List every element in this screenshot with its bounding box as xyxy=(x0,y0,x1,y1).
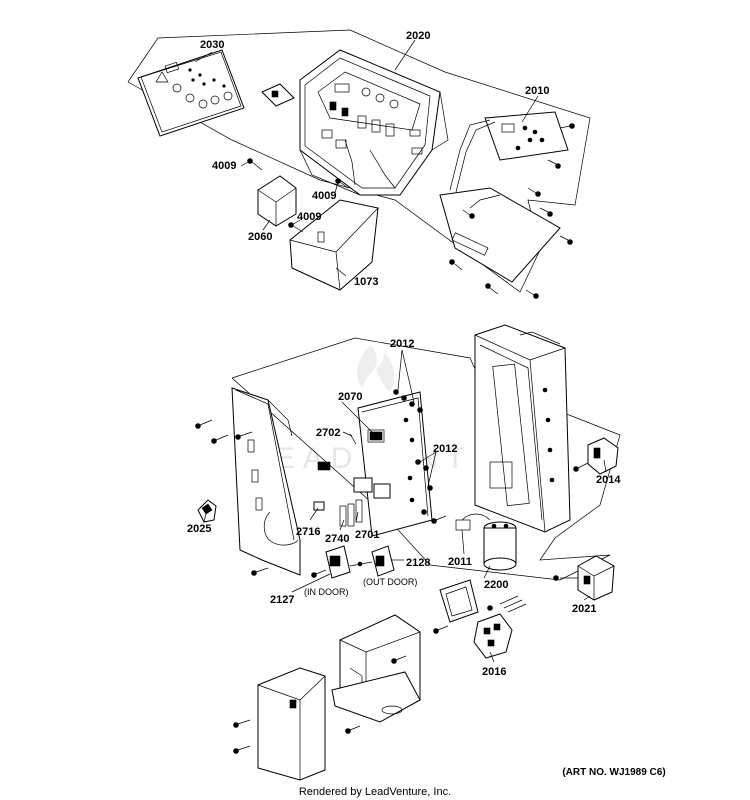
component-mounting-plate xyxy=(353,391,433,537)
label-2012-b: 2012 xyxy=(433,443,457,455)
small-cover-box xyxy=(257,175,297,227)
main-cabinet xyxy=(474,324,571,533)
door-switch-out xyxy=(349,545,395,577)
terminal-block-2016 xyxy=(433,579,527,659)
capacitor-2200 xyxy=(455,513,517,571)
label-4009-b: 4009 xyxy=(312,190,336,202)
fasteners-2012 xyxy=(393,389,433,515)
terminals-and-switches xyxy=(313,433,363,527)
label-2070: 2070 xyxy=(338,391,362,403)
label-2128: 2128 xyxy=(406,557,430,569)
label-in-door: (IN DOOR) xyxy=(304,587,349,597)
label-1073: 1073 xyxy=(354,276,378,288)
label-2012-a: 2012 xyxy=(390,338,414,350)
door-switch-in xyxy=(311,545,351,579)
art-number: (ART NO. WJ1989 C6) xyxy=(562,767,665,778)
assembly-outline-top xyxy=(127,29,591,293)
label-2010: 2010 xyxy=(525,85,549,97)
screws-4009 xyxy=(247,158,349,233)
wire-cover xyxy=(289,199,379,291)
label-2740: 2740 xyxy=(325,533,349,545)
screws-middle xyxy=(195,419,447,576)
leader-lines-middle xyxy=(203,349,607,663)
bottom-base-assembly xyxy=(233,614,421,781)
footer-credit: Rendered by LeadVenture, Inc. xyxy=(299,786,451,798)
label-2016: 2016 xyxy=(482,666,506,678)
transformer-2021 xyxy=(553,555,615,601)
label-2020: 2020 xyxy=(406,30,430,42)
label-2014: 2014 xyxy=(596,474,621,486)
leader-lines-top xyxy=(194,39,539,277)
label-2060: 2060 xyxy=(248,231,272,243)
control-panel-overlay xyxy=(137,49,245,137)
relay-2014 xyxy=(573,437,619,475)
control-board-assembly xyxy=(439,111,575,299)
control-housing xyxy=(299,49,449,196)
label-2030: 2030 xyxy=(200,39,224,51)
label-4009-c: 4009 xyxy=(297,211,321,223)
assembly-outline-middle xyxy=(231,337,621,581)
label-2011: 2011 xyxy=(448,556,472,568)
watermark-logo xyxy=(356,345,395,392)
left-side-panel xyxy=(231,387,301,576)
label-2716: 2716 xyxy=(296,526,320,538)
label-out-door: (OUT DOOR) xyxy=(363,577,417,587)
label-2200: 2200 xyxy=(484,579,508,591)
gasket-square xyxy=(261,83,295,107)
label-2702: 2702 xyxy=(316,427,340,439)
label-4009-a: 4009 xyxy=(212,160,236,172)
clip-2025 xyxy=(197,499,217,523)
label-2025: 2025 xyxy=(187,523,211,535)
label-2127: 2127 xyxy=(270,594,294,606)
label-2021: 2021 xyxy=(572,603,596,615)
label-2701: 2701 xyxy=(355,529,379,541)
